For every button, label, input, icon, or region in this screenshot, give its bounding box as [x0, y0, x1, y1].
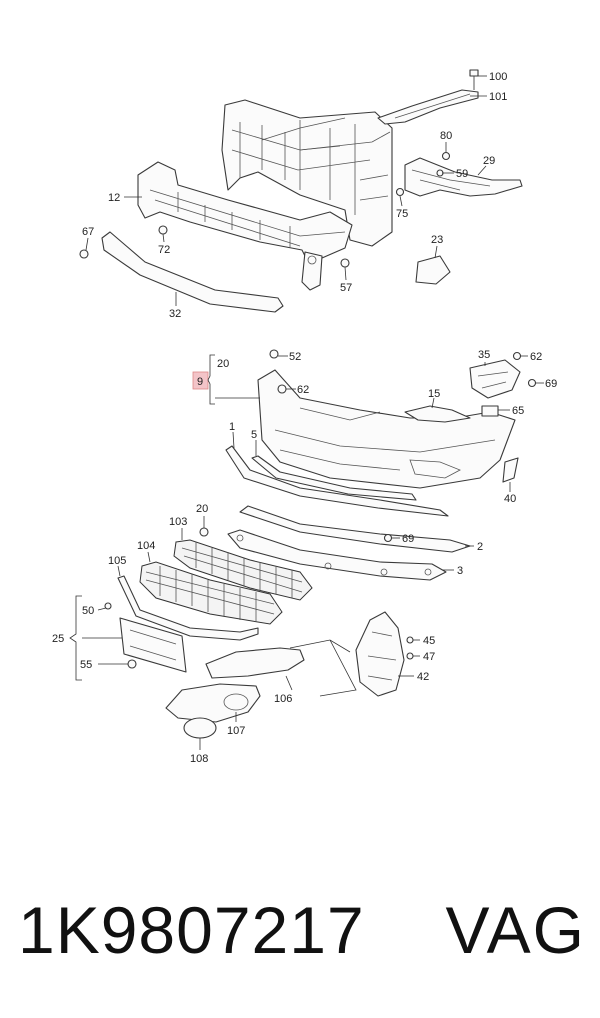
screw-55 — [127, 659, 137, 669]
spoiler-2 — [239, 505, 471, 553]
callout-52: 52 — [289, 351, 301, 363]
callout-75: 75 — [396, 208, 408, 220]
callout-1: 1 — [229, 421, 235, 433]
side-mounting-bracket — [404, 157, 523, 197]
callout-23: 23 — [431, 234, 443, 246]
callout-42: 42 — [417, 671, 429, 683]
brand-label: VAG — [445, 893, 586, 967]
nut-47 — [406, 652, 414, 660]
trim-strip-1 — [225, 445, 449, 517]
callout-32: 32 — [169, 308, 181, 320]
screw-72 — [158, 225, 168, 235]
callout-5: 5 — [251, 429, 257, 441]
callout-57: 57 — [340, 282, 352, 294]
screw-67 — [79, 249, 89, 259]
bumper-reinforcement-beam — [137, 161, 353, 291]
bracket-42 — [355, 611, 405, 697]
clip-69a — [527, 378, 537, 388]
callout-3: 3 — [457, 565, 463, 577]
callout-45: 45 — [423, 635, 435, 647]
callout-labels: 100 101 80 59 29 75 12 67 72 23 57 32 20… — [52, 71, 557, 765]
callout-50: 50 — [82, 605, 94, 617]
screw-75 — [395, 187, 405, 197]
callout-59: 59 — [456, 168, 468, 180]
callout-25: 25 — [52, 633, 64, 645]
callout-72: 72 — [158, 244, 170, 256]
fog-lamp-grille — [165, 683, 261, 723]
callout-15: 15 — [428, 388, 440, 400]
cover-cap-23 — [415, 255, 451, 285]
callout-108: 108 — [190, 753, 208, 765]
lower-spoiler-3 — [227, 529, 447, 581]
callout-12: 12 — [108, 192, 120, 204]
callout-69a: 69 — [545, 378, 557, 390]
callout-67: 67 — [82, 226, 94, 238]
callout-104: 104 — [137, 540, 155, 552]
bumper-cover — [257, 369, 516, 489]
screw-57 — [340, 258, 350, 268]
trim-strip-105 — [117, 575, 259, 641]
callout-100: 100 — [489, 71, 507, 83]
grille-103 — [173, 539, 313, 601]
callout-9: 9 — [197, 376, 203, 388]
nut-45 — [406, 636, 414, 644]
screw-80 — [441, 151, 451, 161]
callout-2: 2 — [477, 541, 483, 553]
caption-bar: 1K9807217 VAG — [0, 880, 600, 990]
screw-62a — [277, 384, 287, 394]
clip-69b — [383, 533, 393, 543]
callout-103: 103 — [169, 516, 187, 528]
callout-105: 105 — [108, 555, 126, 567]
callout-69b: 69 — [402, 533, 414, 545]
side-cap-40 — [502, 457, 519, 483]
trim-strip-5 — [251, 455, 417, 501]
callout-35: 35 — [478, 349, 490, 361]
callout-106: 106 — [274, 693, 292, 705]
callout-101: 101 — [489, 91, 507, 103]
callout-62a: 62 — [297, 384, 309, 396]
callout-62b: 62 — [530, 351, 542, 363]
clip-20b — [199, 527, 209, 537]
clip-65 — [481, 405, 499, 417]
callout-65: 65 — [512, 405, 524, 417]
callout-80: 80 — [440, 130, 452, 142]
screw-62b — [512, 351, 522, 361]
callout-55: 55 — [80, 659, 92, 671]
callout-20a: 20 — [217, 358, 229, 370]
screw-50 — [104, 602, 112, 610]
round-cap-108 — [183, 717, 217, 739]
callout-40: 40 — [504, 493, 516, 505]
upper-bracket — [377, 89, 479, 125]
callout-29: 29 — [483, 155, 495, 167]
callout-47: 47 — [423, 651, 435, 663]
grille-104 — [139, 561, 283, 625]
side-guide-bracket — [469, 359, 521, 399]
screw-100 — [469, 69, 479, 90]
bracket-15 — [404, 405, 471, 423]
trim-106 — [205, 647, 305, 679]
part-number: 1K9807217 — [18, 893, 365, 967]
parts-exploded-diagram: 100 101 80 59 29 75 12 67 72 23 57 32 20… — [52, 69, 557, 765]
callout-20b: 20 — [196, 503, 208, 515]
callout-107: 107 — [227, 725, 245, 737]
license-plate-holder — [119, 617, 187, 673]
lower-trim-strip — [101, 231, 284, 313]
leader-lines — [69, 75, 544, 750]
radiator-support-carrier — [221, 99, 393, 247]
screw-52 — [269, 349, 279, 359]
